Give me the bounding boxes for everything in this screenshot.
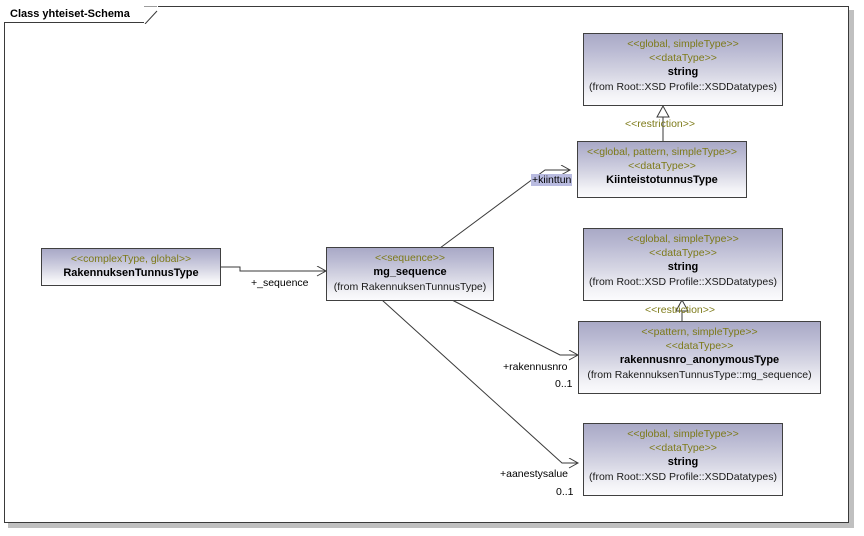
- class-box-string-middle[interactable]: <<global, simpleType>> <<dataType>> stri…: [583, 228, 783, 301]
- class-box-string-top[interactable]: <<global, simpleType>> <<dataType>> stri…: [583, 33, 783, 106]
- stereotype-line-2: <<dataType>>: [665, 340, 734, 352]
- class-box-kiinteistotunnus-type[interactable]: <<global, pattern, simpleType>> <<dataTy…: [577, 141, 747, 198]
- class-namespace: (from Root::XSD Profile::XSDDatatypes): [589, 81, 777, 93]
- stereotype-line-1: <<global, pattern, simpleType>>: [586, 146, 737, 158]
- stereotype-line-1: <<global, simpleType>>: [627, 233, 739, 245]
- edge-label-rakennusnro[interactable]: +rakennusnro: [503, 361, 568, 373]
- class-namespace: (from RakennuksenTunnusType::mg_sequence…: [587, 369, 812, 381]
- class-name: mg_sequence: [373, 266, 447, 278]
- stereotype-line-1: <<sequence>>: [374, 252, 446, 264]
- stereotype-line-2: <<dataType>>: [649, 442, 717, 454]
- stereotype-line-1: <<complexType, global>>: [70, 253, 192, 265]
- class-name: string: [667, 66, 699, 78]
- stereotype-line-2: <<dataType>>: [628, 160, 696, 172]
- class-box-rakennusnro-anonymous-type[interactable]: <<pattern, simpleType>> <<dataType>> rak…: [578, 321, 821, 394]
- edge-label-kiinttun[interactable]: +kiinttun: [531, 174, 573, 186]
- class-name: string: [667, 456, 699, 468]
- class-box-string-bottom[interactable]: <<global, simpleType>> <<dataType>> stri…: [583, 423, 783, 496]
- edge-label-aanestysalue[interactable]: +aanestysalue: [500, 468, 569, 480]
- multiplicity-rakennusnro: 0..1: [555, 378, 573, 390]
- class-namespace: (from Root::XSD Profile::XSDDatatypes): [589, 471, 777, 483]
- edge-aanestysalue: [381, 299, 578, 463]
- class-name: string: [667, 261, 699, 273]
- stereotype-line-1: <<global, simpleType>>: [627, 428, 739, 440]
- class-box-rakennuksen-tunnus-type[interactable]: <<complexType, global>> RakennuksenTunnu…: [41, 248, 221, 286]
- edge-label-sequence[interactable]: +_sequence: [251, 277, 309, 289]
- stereotype-line-2: <<dataType>>: [649, 52, 717, 64]
- edge-restriction-top: [656, 104, 670, 141]
- multiplicity-aanestysalue: 0..1: [556, 486, 574, 498]
- stereotype-line-2: <<dataType>>: [649, 247, 717, 259]
- stereotype-line-1: <<global, simpleType>>: [627, 38, 739, 50]
- edge-kiinttun: [439, 170, 570, 249]
- class-box-mg-sequence[interactable]: <<sequence>> mg_sequence (from Rakennuks…: [326, 247, 494, 301]
- class-name: KiinteistotunnusType: [606, 174, 718, 186]
- class-namespace: (from RakennuksenTunnusType): [333, 281, 487, 293]
- stereotype-line-1: <<pattern, simpleType>>: [641, 326, 758, 338]
- edge-label-restriction-top: <<restriction>>: [625, 118, 696, 130]
- edge-rakennusnro: [451, 299, 578, 355]
- class-namespace: (from Root::XSD Profile::XSDDatatypes): [589, 276, 777, 288]
- class-name: rakennusnro_anonymousType: [619, 354, 780, 366]
- diagram-tab-label: Class yhteiset-Schema: [10, 8, 130, 20]
- edge-sequence: [221, 267, 326, 271]
- class-name: RakennuksenTunnusType: [63, 267, 199, 279]
- diagram-tab: Class yhteiset-Schema: [4, 6, 145, 23]
- edge-label-restriction-middle: <<restriction>>: [645, 304, 716, 316]
- diagram-tab-corner: [144, 6, 158, 24]
- edge-restriction-middle: [675, 298, 689, 321]
